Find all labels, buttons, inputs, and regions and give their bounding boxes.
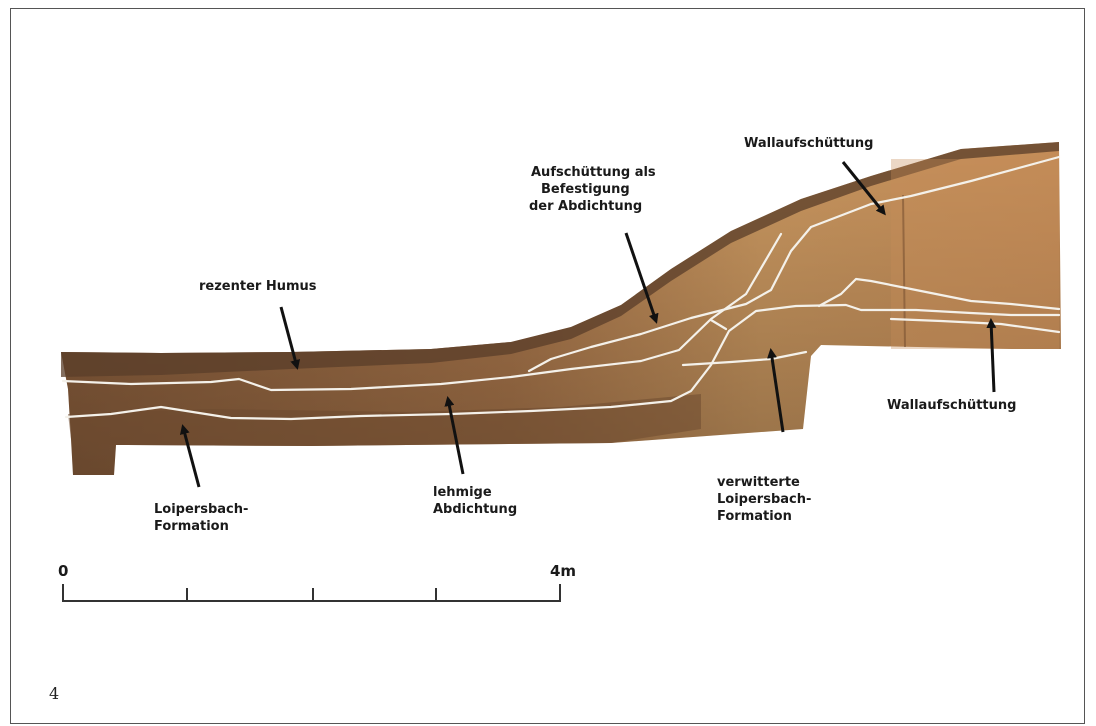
label-lehmige-line1: lehmige	[433, 485, 492, 500]
scale-bar	[63, 584, 560, 602]
label-verwitterte-line3: Formation	[717, 509, 792, 524]
label-wallaufschuettung-right: Wallaufschüttung	[887, 398, 1016, 413]
label-aufschuettung-line1: Aufschüttung als	[531, 165, 656, 180]
scale-label-start: 0	[58, 562, 68, 580]
section-diagram: rezenter Humus Aufschüttung als Befestig…	[11, 9, 1086, 725]
label-rezenter-humus: rezenter Humus	[199, 279, 317, 294]
label-aufschuettung-line3: der Abdichtung	[529, 199, 642, 214]
figure-number: 4	[49, 684, 59, 703]
label-wallaufschuettung-top: Wallaufschüttung	[744, 136, 873, 151]
scale-label-end: 4m	[550, 562, 576, 580]
figure-frame: rezenter Humus Aufschüttung als Befestig…	[10, 8, 1085, 724]
label-aufschuettung-line2: Befestigung	[541, 182, 630, 197]
label-verwitterte-line2: Loipersbach-	[717, 492, 811, 507]
label-verwitterte-line1: verwitterte	[717, 475, 800, 490]
label-loipersbach-line1: Loipersbach-	[154, 502, 248, 517]
label-loipersbach-line2: Formation	[154, 519, 229, 534]
label-lehmige-line2: Abdichtung	[433, 502, 517, 517]
